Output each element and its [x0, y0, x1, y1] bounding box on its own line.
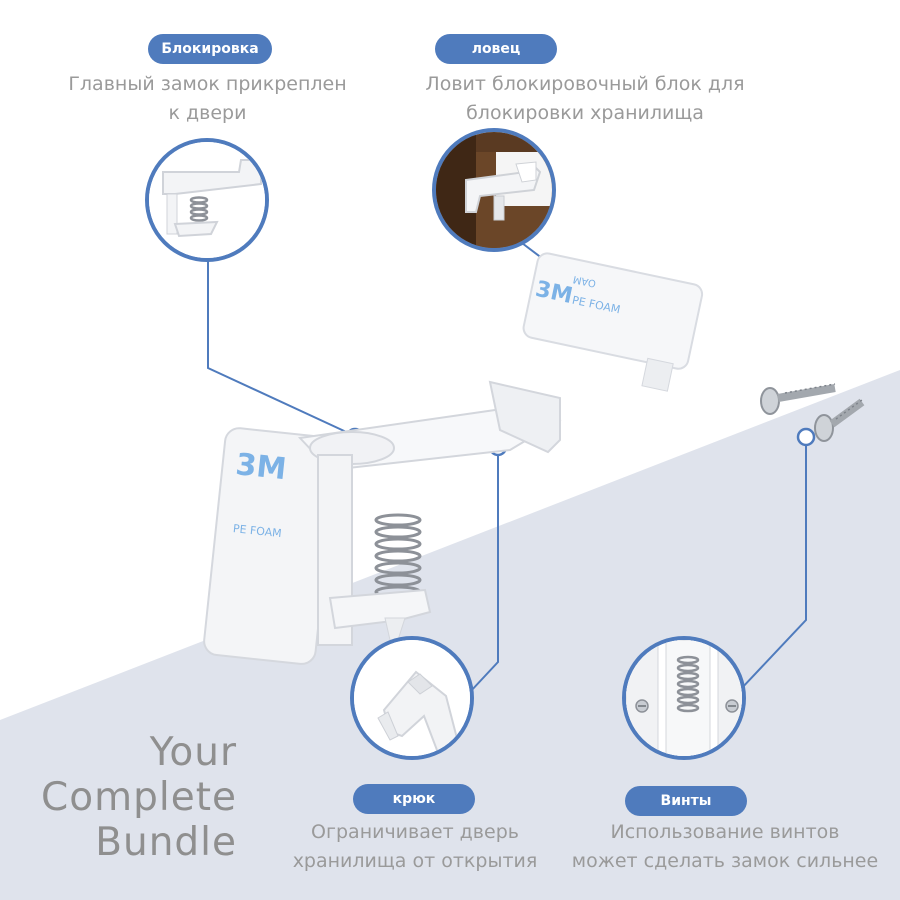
- plate-tape-material: PE FOAM: [232, 522, 282, 540]
- lock-caption-line2: к двери: [168, 102, 247, 124]
- catcher-badge: ловец: [435, 34, 557, 64]
- screw-icon: [814, 398, 865, 442]
- hook-caption-line1: Ограничивает дверь: [311, 821, 519, 843]
- hook-detail-circle: [350, 636, 474, 760]
- catcher-caption-line1: Ловит блокировочный блок для: [425, 73, 745, 95]
- screws-caption-line2: может сделать замок сильнее: [571, 850, 879, 872]
- lock-badge: Блокировка: [148, 34, 272, 64]
- bundle-line3: Bundle: [95, 820, 237, 865]
- screws-caption: Использование винтов может сделать замок…: [555, 818, 895, 876]
- hook-caption: Ограничивает дверь хранилища от открытия: [270, 818, 560, 876]
- hook-badge: крюк: [353, 784, 475, 814]
- screws-detail-circle: [622, 636, 746, 760]
- plate-tape-brand: 3M: [234, 447, 288, 487]
- lock-caption-line1: Главный замок прикреплен: [68, 73, 347, 95]
- bundle-line2: Complete: [41, 775, 237, 820]
- catcher-tape-fragment: OAM: [572, 273, 597, 289]
- screws-callout-line: [739, 437, 807, 691]
- bundle-heading: Your Complete Bundle: [22, 730, 237, 865]
- catcher-caption: Ловит блокировочный блок для блокировки …: [395, 70, 775, 128]
- lock-caption: Главный замок прикреплен к двери: [40, 70, 375, 128]
- screws-callout-dot: [796, 427, 816, 447]
- screw-icon: [760, 383, 836, 415]
- hook-callout-line: [469, 447, 499, 693]
- catcher-detail-circle: [432, 128, 556, 252]
- hook-caption-line2: хранилища от открытия: [292, 850, 538, 872]
- catcher-caption-line2: блокировки хранилища: [466, 102, 704, 124]
- lock-callout-line: [207, 245, 356, 437]
- screws-badge: Винты: [625, 786, 747, 816]
- lock-detail-circle: [145, 138, 269, 262]
- screws-caption-line1: Использование винтов: [610, 821, 840, 843]
- bundle-line1: Your: [149, 730, 237, 775]
